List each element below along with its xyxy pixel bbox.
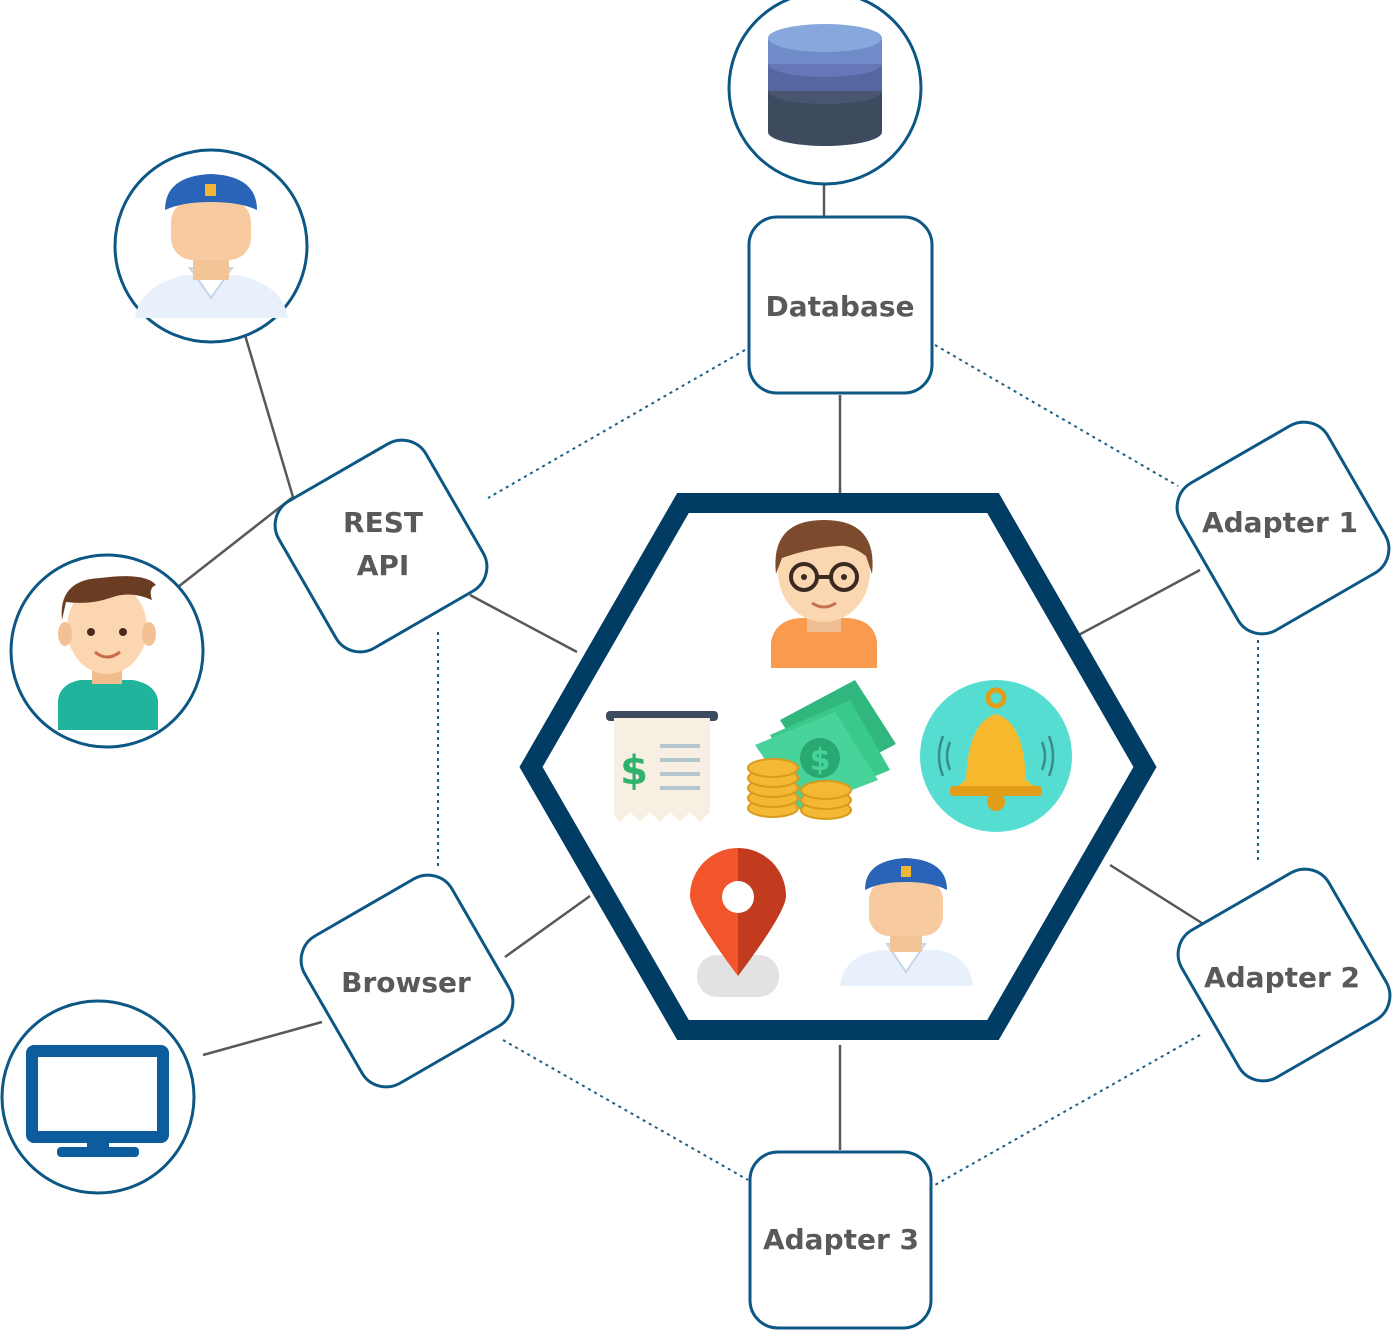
svg-text:$: $ xyxy=(810,743,831,778)
rest-api-label-line2: API xyxy=(356,549,410,582)
dotted-ring xyxy=(437,344,1259,1186)
browser-label: Browser xyxy=(341,966,471,999)
database-label: Database xyxy=(765,290,915,323)
officer-avatar-icon xyxy=(113,148,309,344)
rest-api-label-line1: REST xyxy=(343,506,423,539)
adapter3-label: Adapter 3 xyxy=(762,1223,920,1256)
adapter3-node xyxy=(748,1150,933,1330)
monitor-icon xyxy=(0,999,196,1195)
adapter2-node xyxy=(1176,867,1392,1083)
database-icon xyxy=(727,0,923,186)
database-node xyxy=(747,215,934,395)
adapter2-label: Adapter 2 xyxy=(1203,961,1361,994)
adapter1-node xyxy=(1175,420,1391,636)
rest-api-node xyxy=(273,438,489,654)
developer-avatar-icon xyxy=(771,520,877,668)
browser-node xyxy=(299,873,515,1089)
money-icon: $ xyxy=(747,680,896,820)
adapter1-label: Adapter 1 xyxy=(1201,506,1359,539)
svg-text:$: $ xyxy=(620,748,648,794)
location-pin-icon xyxy=(690,848,786,997)
boy-avatar-icon xyxy=(9,553,205,749)
bell-icon xyxy=(920,680,1072,832)
officer-avatar-icon xyxy=(840,858,973,986)
receipt-icon: $ xyxy=(606,711,718,822)
